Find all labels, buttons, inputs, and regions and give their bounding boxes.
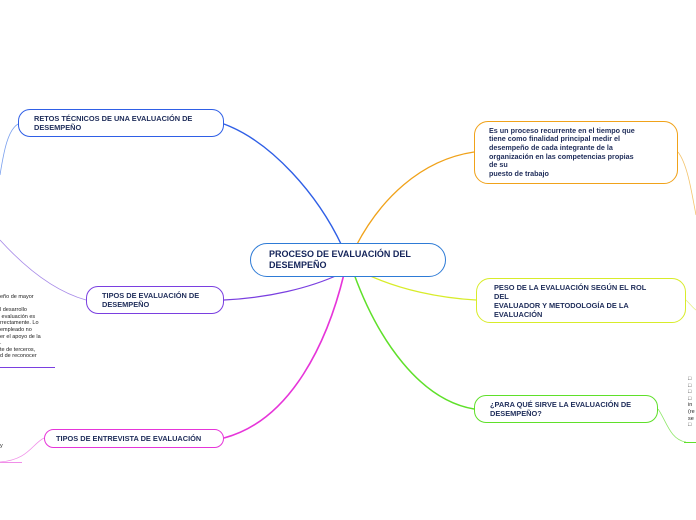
link-tipos xyxy=(223,273,341,301)
link-tipos-sub xyxy=(0,239,87,301)
right-clipped-text: □ □ □ □ in (re se □ xyxy=(688,376,695,429)
link-retos xyxy=(223,123,343,247)
left-small-underline xyxy=(0,462,22,463)
left-clipped-text: eño de mayor l desarrollo evaluación es … xyxy=(0,294,41,360)
topic-retos-tecnicos[interactable]: RETOS TÉCNICOS DE UNA EVALUACIÓN DE DESE… xyxy=(18,109,224,137)
topic-peso-evaluacion-label: PESO DE LA EVALUACIÓN SEGÚN EL ROL DEL E… xyxy=(494,282,647,319)
link-para-que xyxy=(353,273,475,410)
link-peso-sub xyxy=(685,299,696,311)
topic-peso-evaluacion[interactable]: PESO DE LA EVALUACIÓN SEGÚN EL ROL DEL E… xyxy=(476,278,686,323)
topic-para-que-sirve-label: ¿PARA QUÉ SIRVE LA EVALUACIÓN DE DESEMPE… xyxy=(490,400,632,418)
central-topic-label: PROCESO DE EVALUACIÓN DEL DESEMPEÑO xyxy=(269,249,411,270)
central-topic[interactable]: PROCESO DE EVALUACIÓN DEL DESEMPEÑO xyxy=(250,243,446,277)
link-definicion-sub xyxy=(677,151,696,216)
topic-tipos-entrevista-label: TIPOS DE ENTREVISTA DE EVALUACIÓN xyxy=(56,434,202,443)
topic-tipos-evaluacion-label: TIPOS DE EVALUACIÓN DE DESEMPEÑO xyxy=(102,291,200,309)
left-clipped-underline xyxy=(0,367,55,368)
link-entrevista xyxy=(223,273,345,439)
topic-retos-tecnicos-label: RETOS TÉCNICOS DE UNA EVALUACIÓN DE DESE… xyxy=(34,114,193,132)
right-clipped-underline xyxy=(684,442,696,443)
topic-tipos-entrevista[interactable]: TIPOS DE ENTREVISTA DE EVALUACIÓN xyxy=(44,429,224,448)
link-para-que-sub xyxy=(657,408,687,443)
topic-definicion-label: Es un proceso recurrente en el tiempo qu… xyxy=(489,125,635,178)
link-entrevista-sub xyxy=(0,437,45,463)
link-definicion xyxy=(355,151,475,247)
link-retos-sub xyxy=(0,123,19,176)
topic-definicion[interactable]: Es un proceso recurrente en el tiempo qu… xyxy=(474,121,678,184)
link-peso xyxy=(365,273,477,301)
topic-para-que-sirve[interactable]: ¿PARA QUÉ SIRVE LA EVALUACIÓN DE DESEMPE… xyxy=(474,395,658,423)
topic-tipos-evaluacion[interactable]: TIPOS DE EVALUACIÓN DE DESEMPEÑO xyxy=(86,286,224,314)
left-small-fragment: y xyxy=(0,443,3,449)
